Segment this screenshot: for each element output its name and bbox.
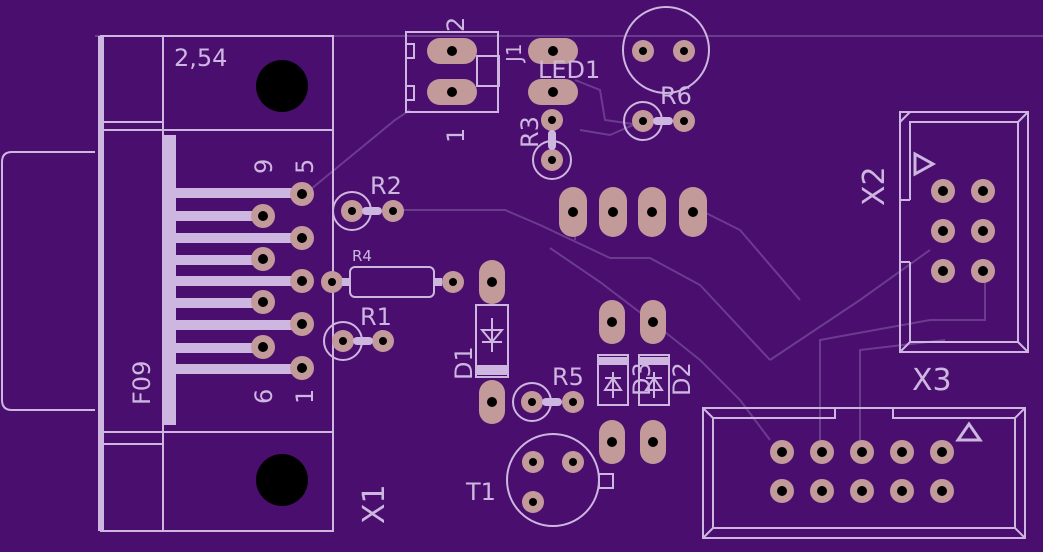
j1-pin2-label: 2 bbox=[442, 17, 470, 32]
r5-label: R5 bbox=[552, 363, 584, 391]
j1-label: J1 bbox=[502, 43, 526, 64]
j1-pin1-label: 1 bbox=[442, 128, 470, 143]
x1-connector bbox=[1, 35, 334, 532]
led1-outline bbox=[622, 6, 710, 94]
r4-label: R4 bbox=[352, 247, 372, 265]
x2-pin1-marker bbox=[913, 151, 937, 177]
resistor-bars bbox=[342, 117, 673, 406]
r3-label: R3 bbox=[516, 116, 544, 148]
drill-holes bbox=[258, 46, 988, 506]
pin5-label: 5 bbox=[291, 159, 319, 174]
d2-label: D2 bbox=[668, 362, 696, 396]
r2-label: R2 bbox=[370, 172, 402, 200]
pin9-label: 9 bbox=[250, 159, 278, 174]
d1-label: D1 bbox=[450, 346, 478, 380]
x3-pin1-marker bbox=[955, 421, 983, 442]
t1-label: T1 bbox=[465, 478, 496, 506]
pin1-markers bbox=[913, 151, 983, 442]
mounting-hole-bottom bbox=[256, 454, 308, 506]
d1-body bbox=[475, 304, 509, 378]
x2-label: X2 bbox=[857, 166, 892, 206]
x2-outline bbox=[899, 111, 1029, 353]
d3-label: D3 bbox=[628, 362, 656, 396]
traces bbox=[95, 35, 1043, 441]
grid-label: 2,54 bbox=[174, 44, 227, 72]
x3-label: X3 bbox=[912, 363, 952, 398]
silkscreen-labels: 2,54 X1 F09 9 5 6 1 J1 2 1 LED1 R6 R3 R2… bbox=[128, 17, 952, 524]
x3-outline bbox=[702, 407, 1026, 539]
x1-label: X1 bbox=[357, 484, 392, 524]
pin1-label: 1 bbox=[291, 389, 319, 404]
x1-pin-fingers bbox=[163, 135, 301, 425]
r6-label: R6 bbox=[660, 82, 692, 110]
led1-label: LED1 bbox=[538, 56, 600, 84]
r1-label: R1 bbox=[360, 303, 392, 331]
silkscreen-outlines bbox=[323, 6, 1029, 539]
pin6-label: 6 bbox=[250, 389, 278, 404]
mounting-holes bbox=[256, 60, 308, 506]
diode-symbols bbox=[475, 318, 670, 398]
mounting-hole-top bbox=[256, 60, 308, 112]
f09-label: F09 bbox=[128, 361, 156, 405]
